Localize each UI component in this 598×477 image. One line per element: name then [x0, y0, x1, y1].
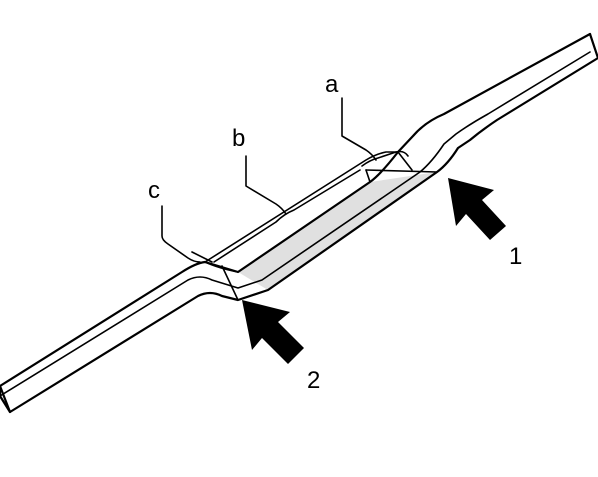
shaded-zone: [238, 172, 437, 290]
label-a: a: [325, 71, 339, 98]
strip-front-edge: [0, 56, 598, 414]
label-arrow-1: 1: [509, 243, 522, 270]
label-b: b: [232, 125, 245, 152]
bracket-b-span: [213, 169, 361, 263]
label-c: c: [148, 177, 160, 204]
raised-section-ridge: [204, 151, 399, 263]
bracket-b: [245, 155, 287, 215]
transition-line-left: [204, 261, 239, 273]
transition-line-mid: [397, 151, 413, 171]
bracket-c-tick: [191, 251, 213, 263]
transition-line-right-2: [365, 169, 371, 183]
transition-line-right: [365, 169, 438, 173]
strip-inner-edge: [0, 51, 591, 397]
strip-near-end: [0, 384, 12, 414]
bracket-c: [161, 205, 201, 263]
label-arrow-2: 2: [307, 367, 320, 394]
strip-top-face: [0, 32, 592, 388]
transition-line-left-2: [221, 265, 239, 301]
arrow-2-icon: [242, 300, 304, 364]
arrow-1-icon: [448, 178, 506, 240]
bracket-a-span: [361, 150, 409, 167]
bracket-a: [341, 97, 377, 161]
strip-far-end: [588, 32, 598, 60]
